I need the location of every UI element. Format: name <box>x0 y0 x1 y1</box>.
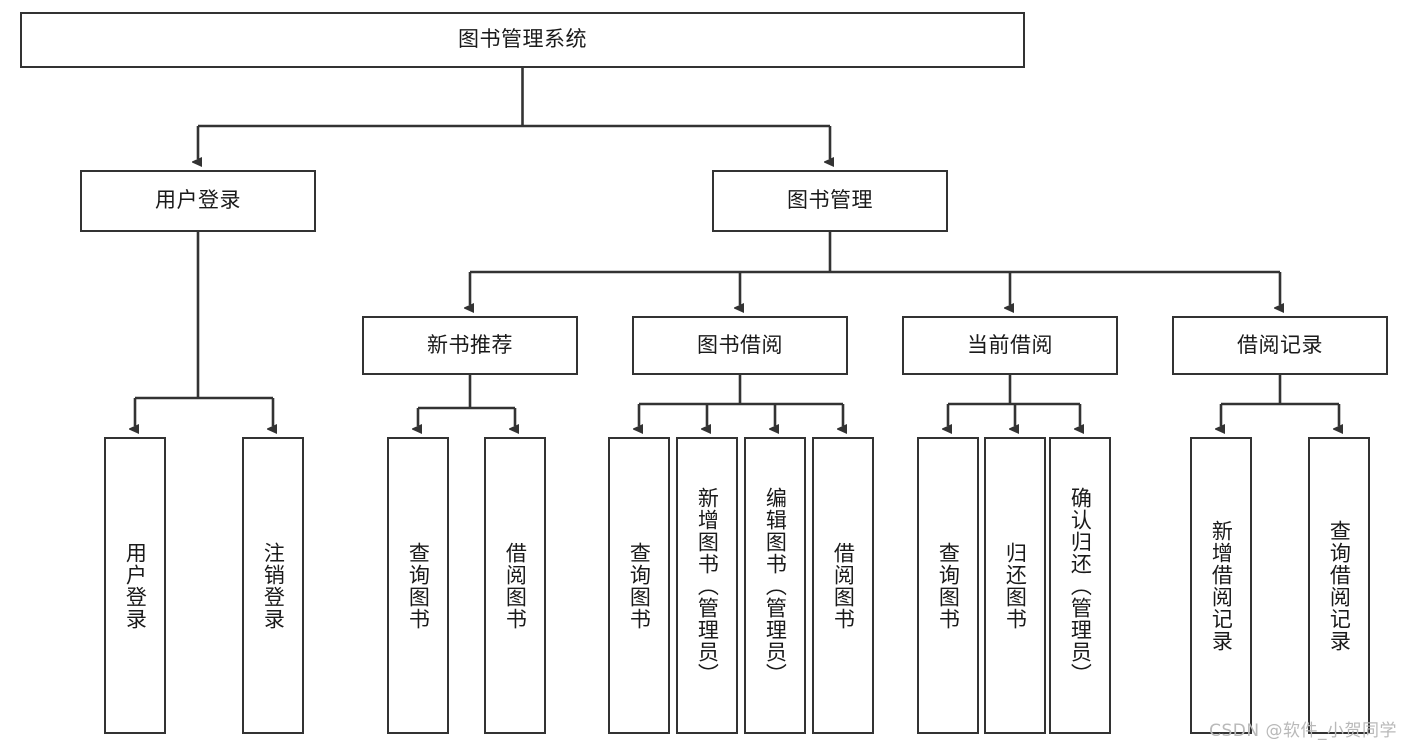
node-records[interactable]: 借阅记录 <box>1172 316 1388 375</box>
node-label: 图书管理 <box>787 188 873 213</box>
node-borrow[interactable]: 图书借阅 <box>632 316 848 375</box>
node-leaf-rec-1[interactable]: 新增借阅记录 <box>1190 437 1252 734</box>
node-login[interactable]: 用户登录 <box>80 170 316 232</box>
node-root[interactable]: 图书管理系统 <box>20 12 1025 68</box>
node-label: 编辑图书（管理员） <box>763 486 788 685</box>
node-bookmgmt[interactable]: 图书管理 <box>712 170 948 232</box>
node-label: 归还图书 <box>1003 541 1028 630</box>
node-leaf-cur-1[interactable]: 查询图书 <box>917 437 979 734</box>
node-leaf-borrow-3[interactable]: 编辑图书（管理员） <box>744 437 806 734</box>
node-label: 查询图书 <box>627 541 652 630</box>
node-leaf-cur-3[interactable]: 确认归还（管理员） <box>1049 437 1111 734</box>
node-label: 当前借阅 <box>967 332 1053 357</box>
node-leaf-borrow-1[interactable]: 查询图书 <box>608 437 670 734</box>
node-label: 用户登录 <box>155 188 241 213</box>
node-label: 用户登录 <box>123 541 148 630</box>
node-leaf-borrow-2[interactable]: 新增图书（管理员） <box>676 437 738 734</box>
node-label: 图书管理系统 <box>458 27 587 52</box>
node-label: 借阅图书 <box>831 541 856 630</box>
node-label: 图书借阅 <box>697 332 783 357</box>
node-leaf-login-2[interactable]: 注销登录 <box>242 437 304 734</box>
node-label: 注销登录 <box>261 541 286 630</box>
node-leaf-cur-2[interactable]: 归还图书 <box>984 437 1046 734</box>
node-leaf-borrow-4[interactable]: 借阅图书 <box>812 437 874 734</box>
node-label: 查询借阅记录 <box>1327 519 1352 652</box>
node-leaf-new-2[interactable]: 借阅图书 <box>484 437 546 734</box>
node-newbook[interactable]: 新书推荐 <box>362 316 578 375</box>
node-label: 新增图书（管理员） <box>695 486 720 685</box>
node-leaf-rec-2[interactable]: 查询借阅记录 <box>1308 437 1370 734</box>
node-label: 借阅图书 <box>503 541 528 630</box>
node-label: 查询图书 <box>406 541 431 630</box>
node-label: 借阅记录 <box>1237 332 1323 357</box>
node-leaf-new-1[interactable]: 查询图书 <box>387 437 449 734</box>
node-label: 确认归还（管理员） <box>1068 486 1093 685</box>
node-current[interactable]: 当前借阅 <box>902 316 1118 375</box>
node-leaf-login-1[interactable]: 用户登录 <box>104 437 166 734</box>
node-label: 新增借阅记录 <box>1209 519 1234 652</box>
node-label: 新书推荐 <box>427 332 513 357</box>
node-label: 查询图书 <box>936 541 961 630</box>
watermark-label: CSDN @软件_小贺同学 <box>1209 721 1397 741</box>
